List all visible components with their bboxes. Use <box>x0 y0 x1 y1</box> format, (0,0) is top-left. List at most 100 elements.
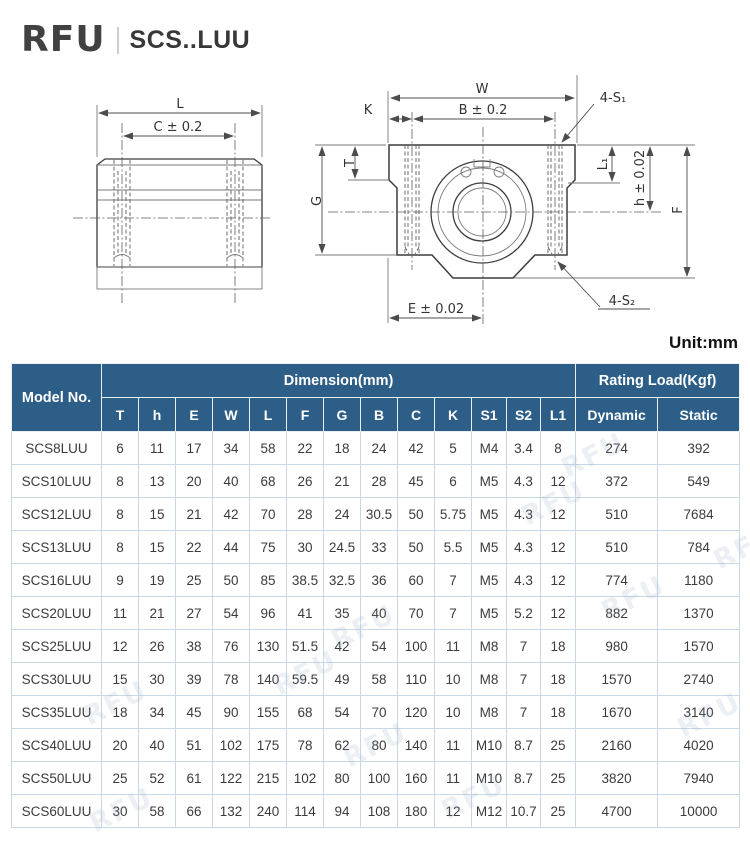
model-no-cell: SCS16LUU <box>11 563 102 597</box>
spec-value-cell: 78 <box>286 728 324 762</box>
oil-hole-right <box>493 166 505 178</box>
header-col-B: B <box>360 397 398 432</box>
spec-value-cell: 21 <box>175 497 213 531</box>
brand-separator <box>116 26 119 54</box>
spec-value-cell: 61 <box>175 761 213 795</box>
dim-label-W: W <box>476 82 489 97</box>
spec-value-cell: 24 <box>360 431 398 465</box>
callout-label-s1: 4-S₁ <box>600 91 626 106</box>
page-title: SCS..LUU <box>129 25 251 54</box>
spec-value-cell: 44 <box>212 530 250 564</box>
spec-value-cell: 51.5 <box>286 629 324 663</box>
spec-value-cell: 510 <box>575 497 659 531</box>
spec-value-cell: 58 <box>360 662 398 696</box>
spec-value-cell: 33 <box>360 530 398 564</box>
spec-value-cell: 5.75 <box>434 497 472 531</box>
spec-value-cell: 3140 <box>657 695 741 729</box>
spec-value-cell: 50 <box>212 563 250 597</box>
model-no-cell: SCS13LUU <box>11 530 102 564</box>
spec-value-cell: M8 <box>471 629 507 663</box>
header-col-K: K <box>434 397 472 432</box>
spec-value-cell: 13 <box>138 464 176 498</box>
spec-value-cell: 12 <box>434 794 472 828</box>
spec-value-cell: 58 <box>249 431 287 465</box>
spec-value-cell: 3820 <box>575 761 659 795</box>
spec-value-cell: 49 <box>323 662 361 696</box>
header-col-static: Static <box>657 397 741 432</box>
spec-value-cell: 30 <box>101 794 139 828</box>
spec-value-cell: 180 <box>397 794 435 828</box>
front-view: W B ± 0.2 K T G L₁ h ± 0.02 F E ± 0.02 4… <box>310 75 695 327</box>
spec-value-cell: 68 <box>286 695 324 729</box>
spec-value-cell: 50 <box>397 530 435 564</box>
header-col-T: T <box>101 397 139 432</box>
spec-value-cell: 96 <box>249 596 287 630</box>
header-col-S2: S2 <box>506 397 541 432</box>
spec-value-cell: 130 <box>249 629 287 663</box>
spec-value-cell: 10 <box>434 695 472 729</box>
spec-value-cell: 1180 <box>657 563 741 597</box>
spec-value-cell: 35 <box>323 596 361 630</box>
spec-value-cell: 50 <box>397 497 435 531</box>
spec-value-cell: 8 <box>101 464 139 498</box>
header-col-E: E <box>175 397 213 432</box>
spec-value-cell: 76 <box>212 629 250 663</box>
spec-value-cell: 41 <box>286 596 324 630</box>
spec-value-cell: M5 <box>471 530 507 564</box>
spec-value-cell: 2740 <box>657 662 741 696</box>
header-col-dynamic: Dynamic <box>575 397 659 432</box>
spec-value-cell: 85 <box>249 563 287 597</box>
spec-value-cell: 10 <box>434 662 472 696</box>
spec-value-cell: 5.5 <box>434 530 472 564</box>
spec-table-header: Model No. Dimension(mm) Rating Load(Kgf)… <box>11 363 741 432</box>
side-view-holes <box>113 160 244 266</box>
model-no-cell: SCS30LUU <box>11 662 102 696</box>
spec-value-cell: 274 <box>575 431 659 465</box>
spec-value-cell: 8.7 <box>506 728 541 762</box>
spec-value-cell: 5 <box>434 431 472 465</box>
spec-value-cell: 28 <box>286 497 324 531</box>
spec-value-cell: 11 <box>434 761 472 795</box>
spec-value-cell: 12 <box>539 464 577 498</box>
spec-value-cell: 34 <box>138 695 176 729</box>
spec-value-cell: 58 <box>138 794 176 828</box>
spec-value-cell: 122 <box>212 761 250 795</box>
spec-value-cell: 160 <box>397 761 435 795</box>
header-col-L1: L1 <box>539 397 577 432</box>
spec-value-cell: 40 <box>360 596 398 630</box>
spec-value-cell: 8 <box>101 530 139 564</box>
front-view-holes <box>404 145 563 255</box>
dim-label-K: K <box>364 103 373 118</box>
spec-value-cell: 60 <box>397 563 435 597</box>
spec-value-cell: 42 <box>397 431 435 465</box>
model-no-cell: SCS12LUU <box>11 497 102 531</box>
model-no-cell: SCS40LUU <box>11 728 102 762</box>
spec-value-cell: 549 <box>657 464 741 498</box>
spec-value-cell: 70 <box>397 596 435 630</box>
spec-value-cell: 75 <box>249 530 287 564</box>
spec-value-cell: 102 <box>212 728 250 762</box>
header-col-F: F <box>286 397 324 432</box>
spec-value-cell: 32.5 <box>323 563 361 597</box>
spec-value-cell: 510 <box>575 530 659 564</box>
spec-value-cell: 102 <box>286 761 324 795</box>
spec-value-cell: 11 <box>434 728 472 762</box>
spec-value-cell: 6 <box>101 431 139 465</box>
spec-value-cell: 108 <box>360 794 398 828</box>
spec-value-cell: 21 <box>323 464 361 498</box>
header-rating-group: Rating Load(Kgf) <box>575 363 741 398</box>
spec-value-cell: 27 <box>175 596 213 630</box>
dim-label-C: C ± 0.2 <box>154 120 203 135</box>
spec-value-cell: M5 <box>471 563 507 597</box>
spec-value-cell: 94 <box>323 794 361 828</box>
spec-value-cell: 4.3 <box>506 563 541 597</box>
spec-value-cell: 4020 <box>657 728 741 762</box>
spec-value-cell: 10.7 <box>506 794 541 828</box>
spec-value-cell: 10000 <box>657 794 741 828</box>
spec-value-cell: 980 <box>575 629 659 663</box>
spec-value-cell: 12 <box>539 530 577 564</box>
spec-value-cell: 59.5 <box>286 662 324 696</box>
